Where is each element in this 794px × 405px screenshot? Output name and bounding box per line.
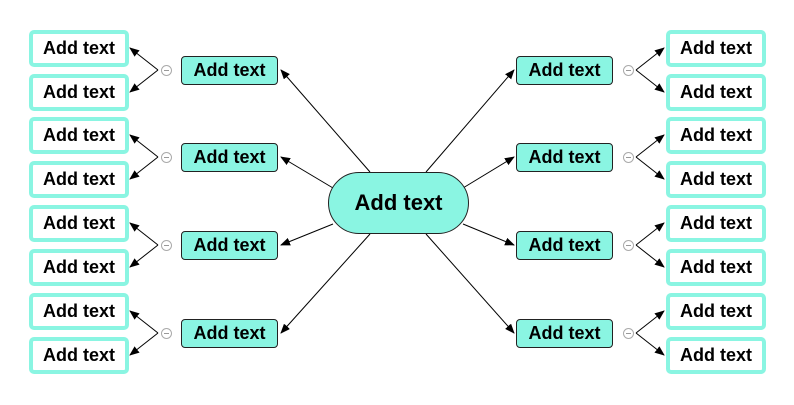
connector-center-to-left-1 xyxy=(280,69,371,173)
main-topic-right-3[interactable]: Add text xyxy=(516,231,613,260)
connector-subtopic xyxy=(635,134,665,158)
connector-subtopic xyxy=(129,310,159,334)
main-topic-right-1[interactable]: Add text xyxy=(516,56,613,85)
connector-center-to-left-4 xyxy=(280,233,371,334)
connector-center-to-left-3 xyxy=(280,223,334,246)
subtopic-left-2-1[interactable]: Add text xyxy=(29,117,129,154)
collapse-toggle-icon[interactable] xyxy=(161,240,172,251)
main-topic-right-2[interactable]: Add text xyxy=(516,143,613,172)
collapse-toggle-icon[interactable] xyxy=(161,328,172,339)
subtopic-right-3-2[interactable]: Add text xyxy=(666,249,766,286)
main-topic-left-3[interactable]: Add text xyxy=(181,231,278,260)
subtopic-left-4-2[interactable]: Add text xyxy=(29,337,129,374)
collapse-toggle-icon[interactable] xyxy=(623,240,634,251)
connector-subtopic xyxy=(635,332,665,356)
connector-subtopic xyxy=(129,69,159,93)
connector-subtopic xyxy=(635,222,665,246)
subtopic-right-4-1[interactable]: Add text xyxy=(666,293,766,330)
subtopic-right-2-1[interactable]: Add text xyxy=(666,117,766,154)
collapse-toggle-icon[interactable] xyxy=(623,152,634,163)
subtopic-right-1-1[interactable]: Add text xyxy=(666,30,766,67)
main-topic-left-4[interactable]: Add text xyxy=(181,319,278,348)
connector-center-to-right-4 xyxy=(425,233,515,334)
subtopic-left-4-1[interactable]: Add text xyxy=(29,293,129,330)
connector-center-to-left-2 xyxy=(280,156,334,189)
subtopic-right-3-1[interactable]: Add text xyxy=(666,205,766,242)
connector-subtopic xyxy=(635,156,665,180)
subtopic-left-1-2[interactable]: Add text xyxy=(29,74,129,111)
central-topic[interactable]: Add text xyxy=(328,172,469,234)
connector-subtopic xyxy=(129,47,159,71)
connector-subtopic xyxy=(129,244,159,268)
collapse-toggle-icon[interactable] xyxy=(161,65,172,76)
collapse-toggle-icon[interactable] xyxy=(623,65,634,76)
main-topic-right-4[interactable]: Add text xyxy=(516,319,613,348)
connector-subtopic xyxy=(129,134,159,158)
connector-subtopic xyxy=(635,69,665,93)
connector-subtopic xyxy=(129,332,159,356)
main-topic-left-1[interactable]: Add text xyxy=(181,56,278,85)
connector-subtopic xyxy=(129,156,159,180)
connector-subtopic xyxy=(635,310,665,334)
subtopic-left-2-2[interactable]: Add text xyxy=(29,161,129,198)
connector-subtopic xyxy=(129,222,159,246)
connector-center-to-right-2 xyxy=(462,156,515,189)
subtopic-left-1-1[interactable]: Add text xyxy=(29,30,129,67)
subtopic-left-3-1[interactable]: Add text xyxy=(29,205,129,242)
subtopic-right-1-2[interactable]: Add text xyxy=(666,74,766,111)
connector-subtopic xyxy=(635,47,665,71)
connector-center-to-right-1 xyxy=(425,69,515,173)
subtopic-right-4-2[interactable]: Add text xyxy=(666,337,766,374)
subtopic-left-3-2[interactable]: Add text xyxy=(29,249,129,286)
subtopic-right-2-2[interactable]: Add text xyxy=(666,161,766,198)
collapse-toggle-icon[interactable] xyxy=(161,152,172,163)
main-topic-left-2[interactable]: Add text xyxy=(181,143,278,172)
connector-center-to-right-3 xyxy=(462,223,515,246)
collapse-toggle-icon[interactable] xyxy=(623,328,634,339)
connector-subtopic xyxy=(635,244,665,268)
